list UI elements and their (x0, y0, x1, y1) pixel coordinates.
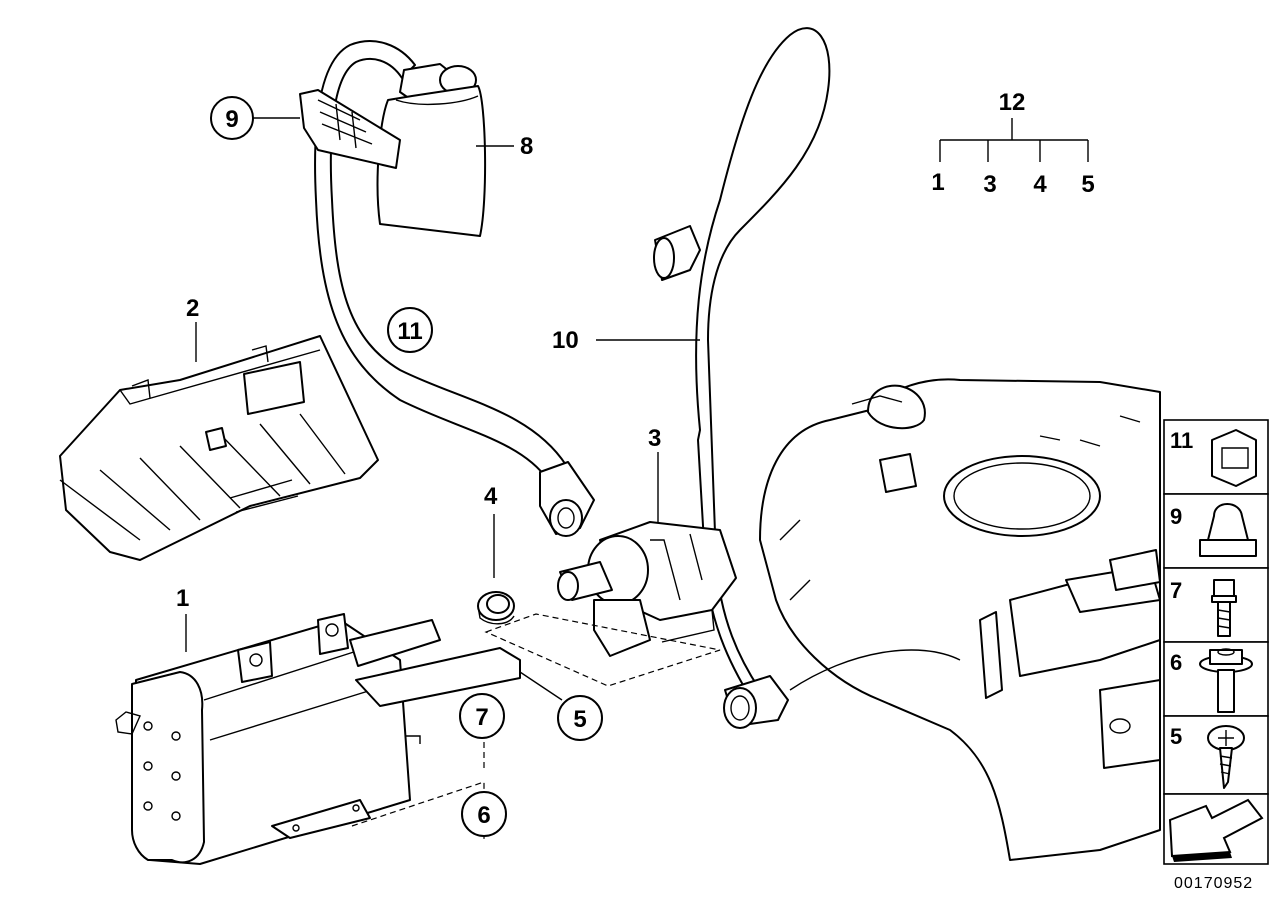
clip-9 (299, 89, 401, 169)
filter-8 (376, 63, 487, 237)
legend-item-9: 9 (1170, 504, 1182, 529)
callout-4: 4 (484, 483, 498, 510)
callout-8: 8 (520, 133, 533, 160)
direction-arrow-icon (1168, 798, 1264, 862)
purge-valve-3 (557, 521, 737, 657)
legend-item-5: 5 (1170, 724, 1182, 749)
grommet-4 (477, 591, 515, 625)
callout-6: 6 (477, 802, 490, 829)
legend-item-11: 11 (1170, 428, 1193, 453)
callout-11: 11 (397, 318, 422, 345)
assembly-child-3: 4 (1033, 171, 1047, 198)
legend-item-7: 7 (1170, 578, 1182, 603)
vent-line-11 (314, 40, 595, 537)
callout-labels: 2 1 4 3 8 10 9 11 5 7 6 (176, 96, 661, 837)
fuel-tank (759, 378, 1161, 861)
callout-9: 9 (225, 106, 238, 133)
assembly-child-2: 3 (983, 171, 996, 198)
nut-icon (1199, 503, 1257, 557)
callout-5: 5 (573, 706, 586, 733)
callout-10: 10 (552, 327, 579, 354)
tapping-screw-icon (1207, 725, 1245, 789)
callout-1: 1 (176, 585, 189, 612)
bolt-icon (1199, 648, 1253, 713)
screw-icon (1211, 579, 1237, 637)
assembly-parent: 12 (999, 89, 1026, 116)
callout-3: 3 (648, 425, 661, 452)
diagram-code: 00170952 (1174, 875, 1253, 892)
small-parts-legend: 11 9 7 6 5 (1163, 419, 1269, 865)
leader-lines (185, 117, 700, 701)
assembly-child-4: 5 (1081, 171, 1094, 198)
legend-item-6: 6 (1170, 650, 1182, 675)
cover-2 (59, 335, 379, 561)
carbon-canister-1 (115, 613, 521, 865)
assembly-tree: 12 1 3 4 5 (931, 89, 1094, 198)
hose-clip-icon (1211, 429, 1257, 487)
fuel-vent-hose-10 (653, 27, 831, 729)
callout-7: 7 (475, 704, 488, 731)
callout-2: 2 (186, 295, 199, 322)
assembly-child-1: 1 (931, 169, 944, 196)
